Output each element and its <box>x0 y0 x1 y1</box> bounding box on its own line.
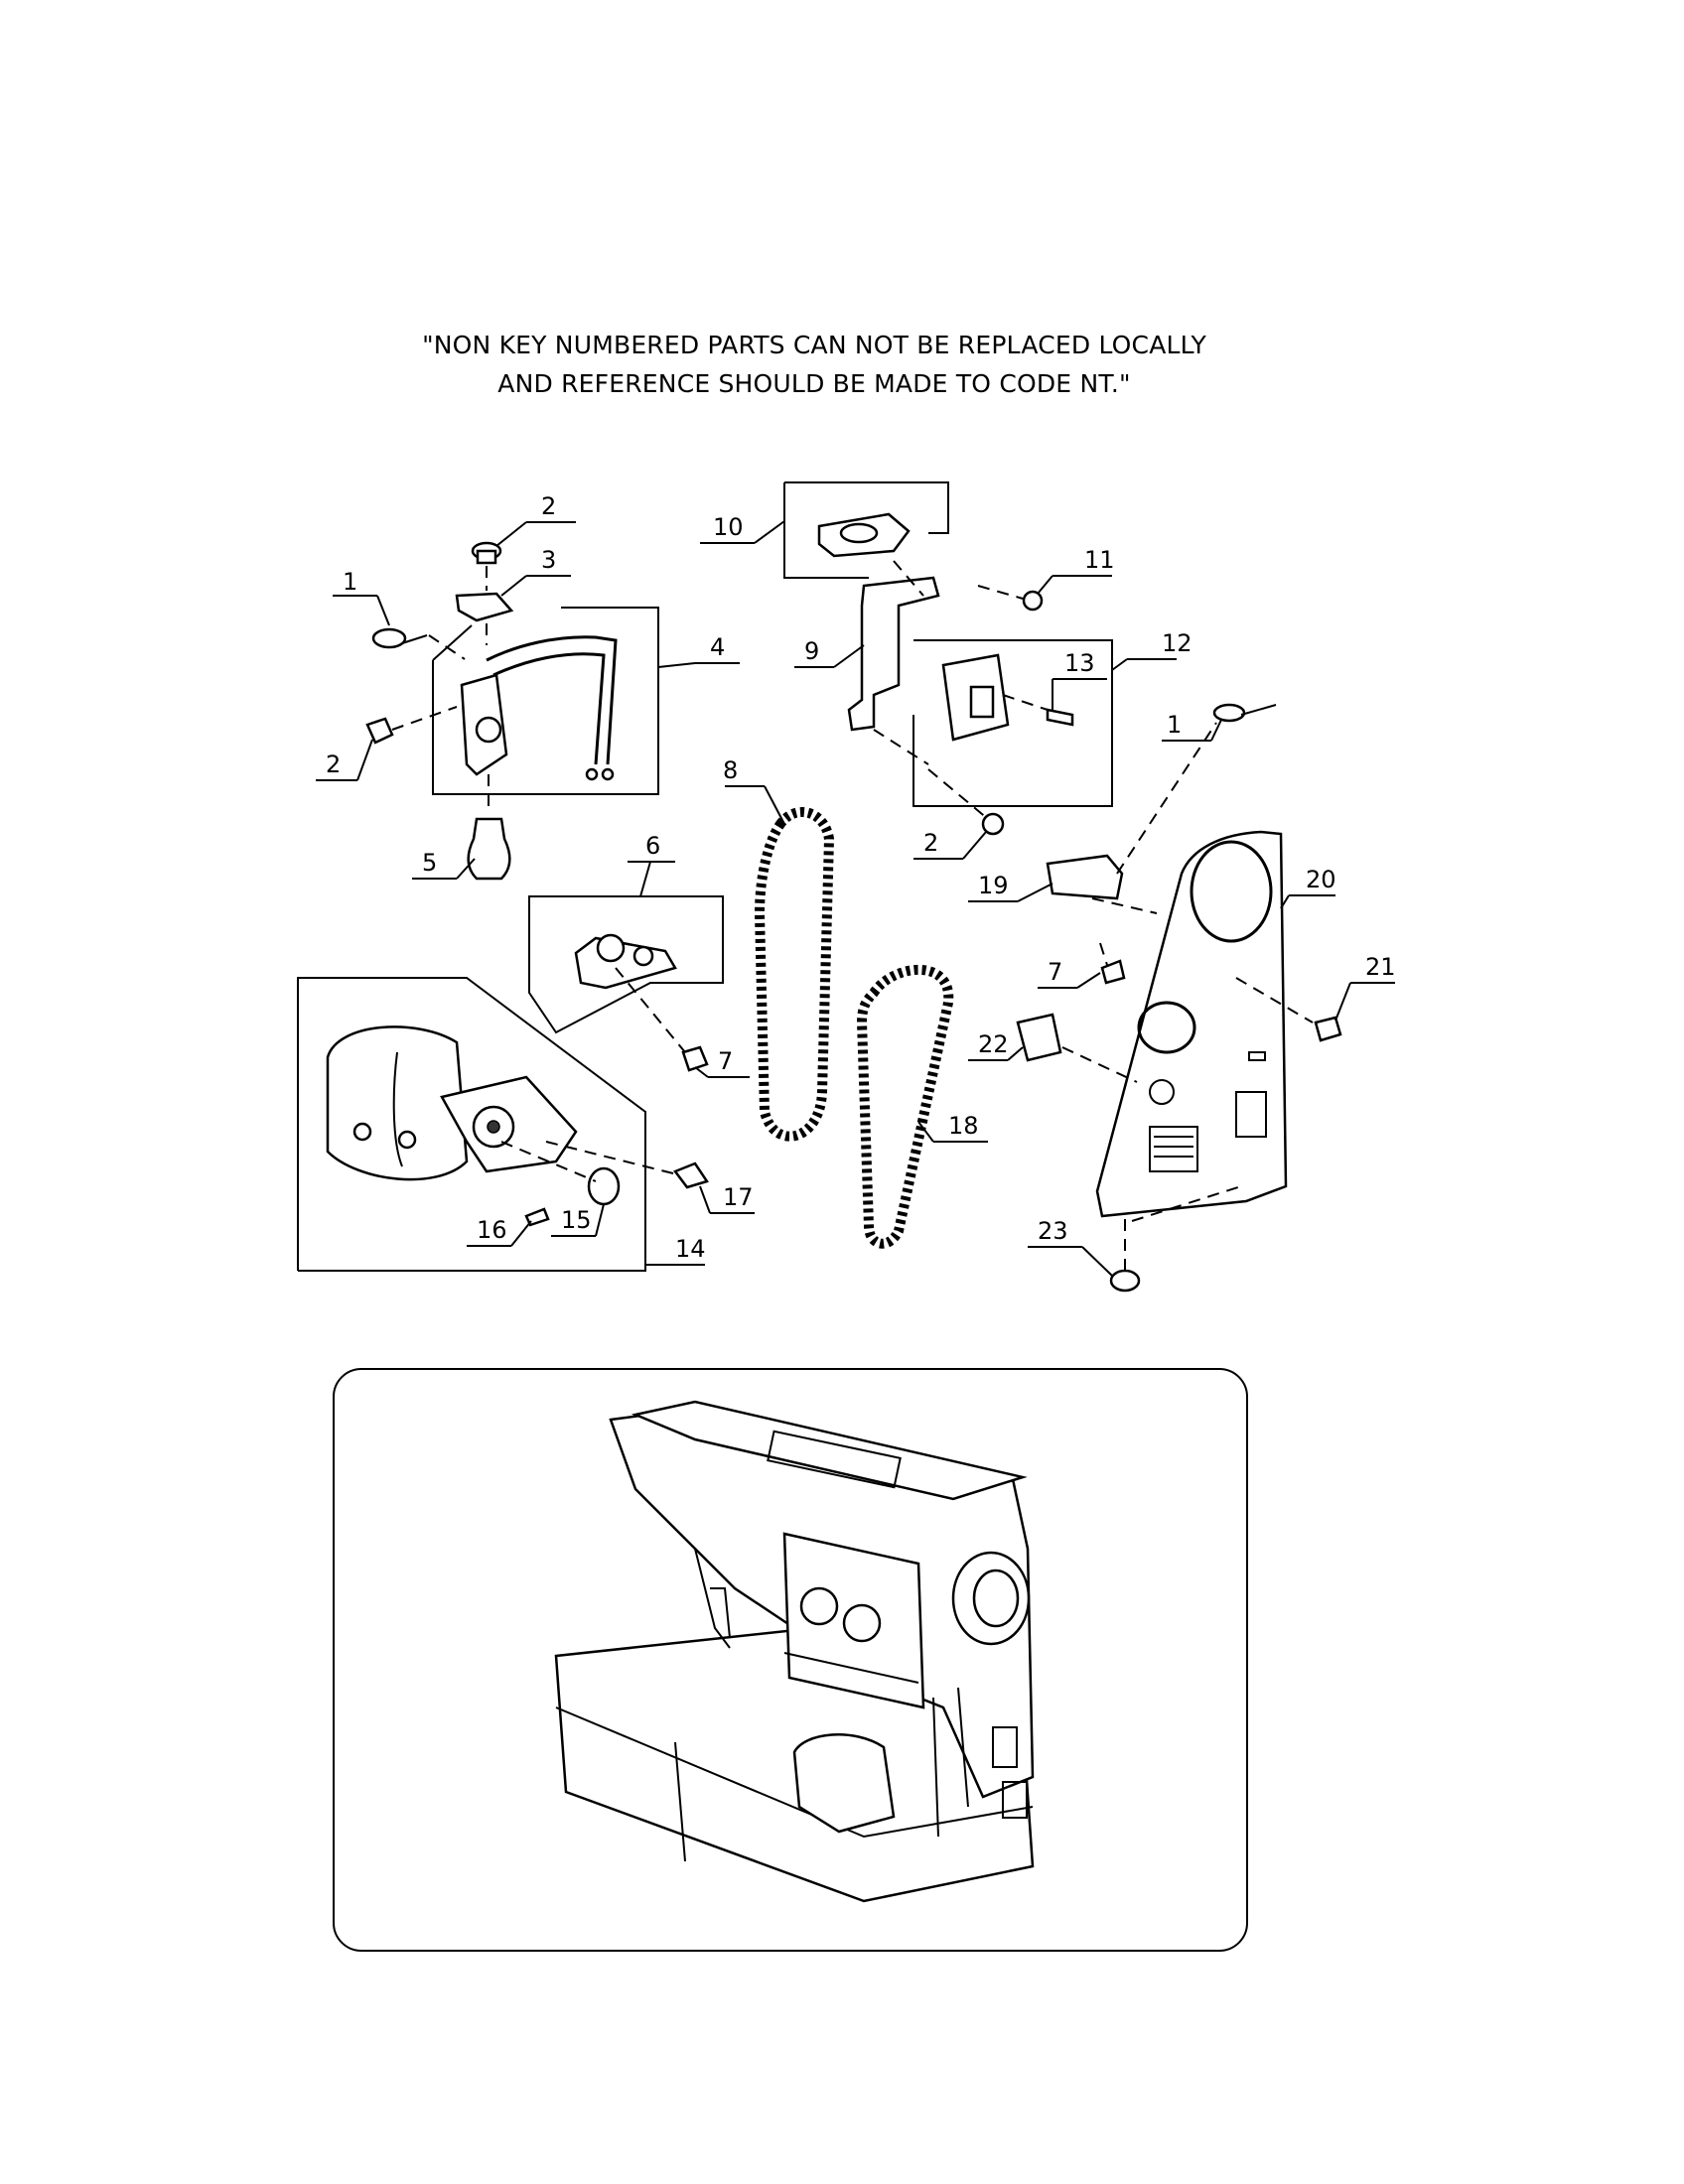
foot-part-23 <box>1109 1269 1141 1293</box>
clip-part <box>455 592 514 622</box>
motor-part <box>326 1025 469 1181</box>
motor-group <box>297 977 709 1272</box>
callout-label: 7 <box>1048 958 1062 986</box>
mounting-bracket-part <box>847 576 940 732</box>
callout-label: 2 <box>326 751 341 778</box>
callout-label: 7 <box>718 1047 733 1075</box>
hub-part-22 <box>1016 1013 1062 1062</box>
callout-label: 23 <box>1038 1217 1068 1245</box>
note-line-1: "NON KEY NUMBERED PARTS CAN NOT BE REPLA… <box>422 331 1206 359</box>
callout-label: 18 <box>948 1112 979 1140</box>
wire-clamp-part <box>371 627 407 649</box>
callout-label: 3 <box>541 546 556 574</box>
callout-label: 19 <box>978 872 1009 899</box>
overview-frame <box>333 1368 1248 1952</box>
wire-harness-group <box>365 541 659 881</box>
note-line-2: AND REFERENCE SHOULD BE MADE TO CODE NT.… <box>497 369 1131 398</box>
callout-label: 10 <box>713 513 744 541</box>
callout-label: 1 <box>343 568 357 596</box>
callout-label: 14 <box>675 1235 706 1263</box>
callout-label: 9 <box>804 637 819 665</box>
callout-label: 16 <box>477 1216 507 1244</box>
callout-label: 2 <box>541 492 556 520</box>
callout-label: 8 <box>723 756 738 784</box>
callout-label: 15 <box>561 1206 592 1234</box>
callout-label: 21 <box>1365 953 1396 981</box>
callout-label: 2 <box>923 829 938 857</box>
screw-part-7 <box>681 1045 709 1072</box>
callout-label: 4 <box>710 633 725 661</box>
belt-part-18 <box>856 964 954 1249</box>
callout-label: 22 <box>978 1030 1009 1058</box>
bracket-part-19 <box>1046 854 1124 900</box>
callout-label: 6 <box>645 832 660 860</box>
callout-label: 12 <box>1162 629 1193 657</box>
callout-label: 5 <box>422 849 437 877</box>
side-cover-group <box>1016 703 1342 1293</box>
machine-overview-panel <box>333 1368 1248 1952</box>
callout-label: 11 <box>1084 546 1115 574</box>
callout-label: 20 <box>1306 866 1336 893</box>
pulley-bracket-group <box>528 895 724 1072</box>
callout-label: 17 <box>723 1183 754 1211</box>
callout-label: 1 <box>1167 711 1182 739</box>
side-cover-part <box>1095 830 1288 1218</box>
bracket-group <box>783 481 1113 836</box>
bulb-part <box>467 817 511 881</box>
belt-part-8 <box>754 807 835 1142</box>
callout-labels: 1 2 3 4 2 5 6 7 8 9 10 11 12 13 2 1 19 2… <box>326 492 1396 1263</box>
callout-label: 13 <box>1064 649 1095 677</box>
motor-pulley-part <box>587 1166 621 1206</box>
callout-leaders <box>316 520 1395 1277</box>
